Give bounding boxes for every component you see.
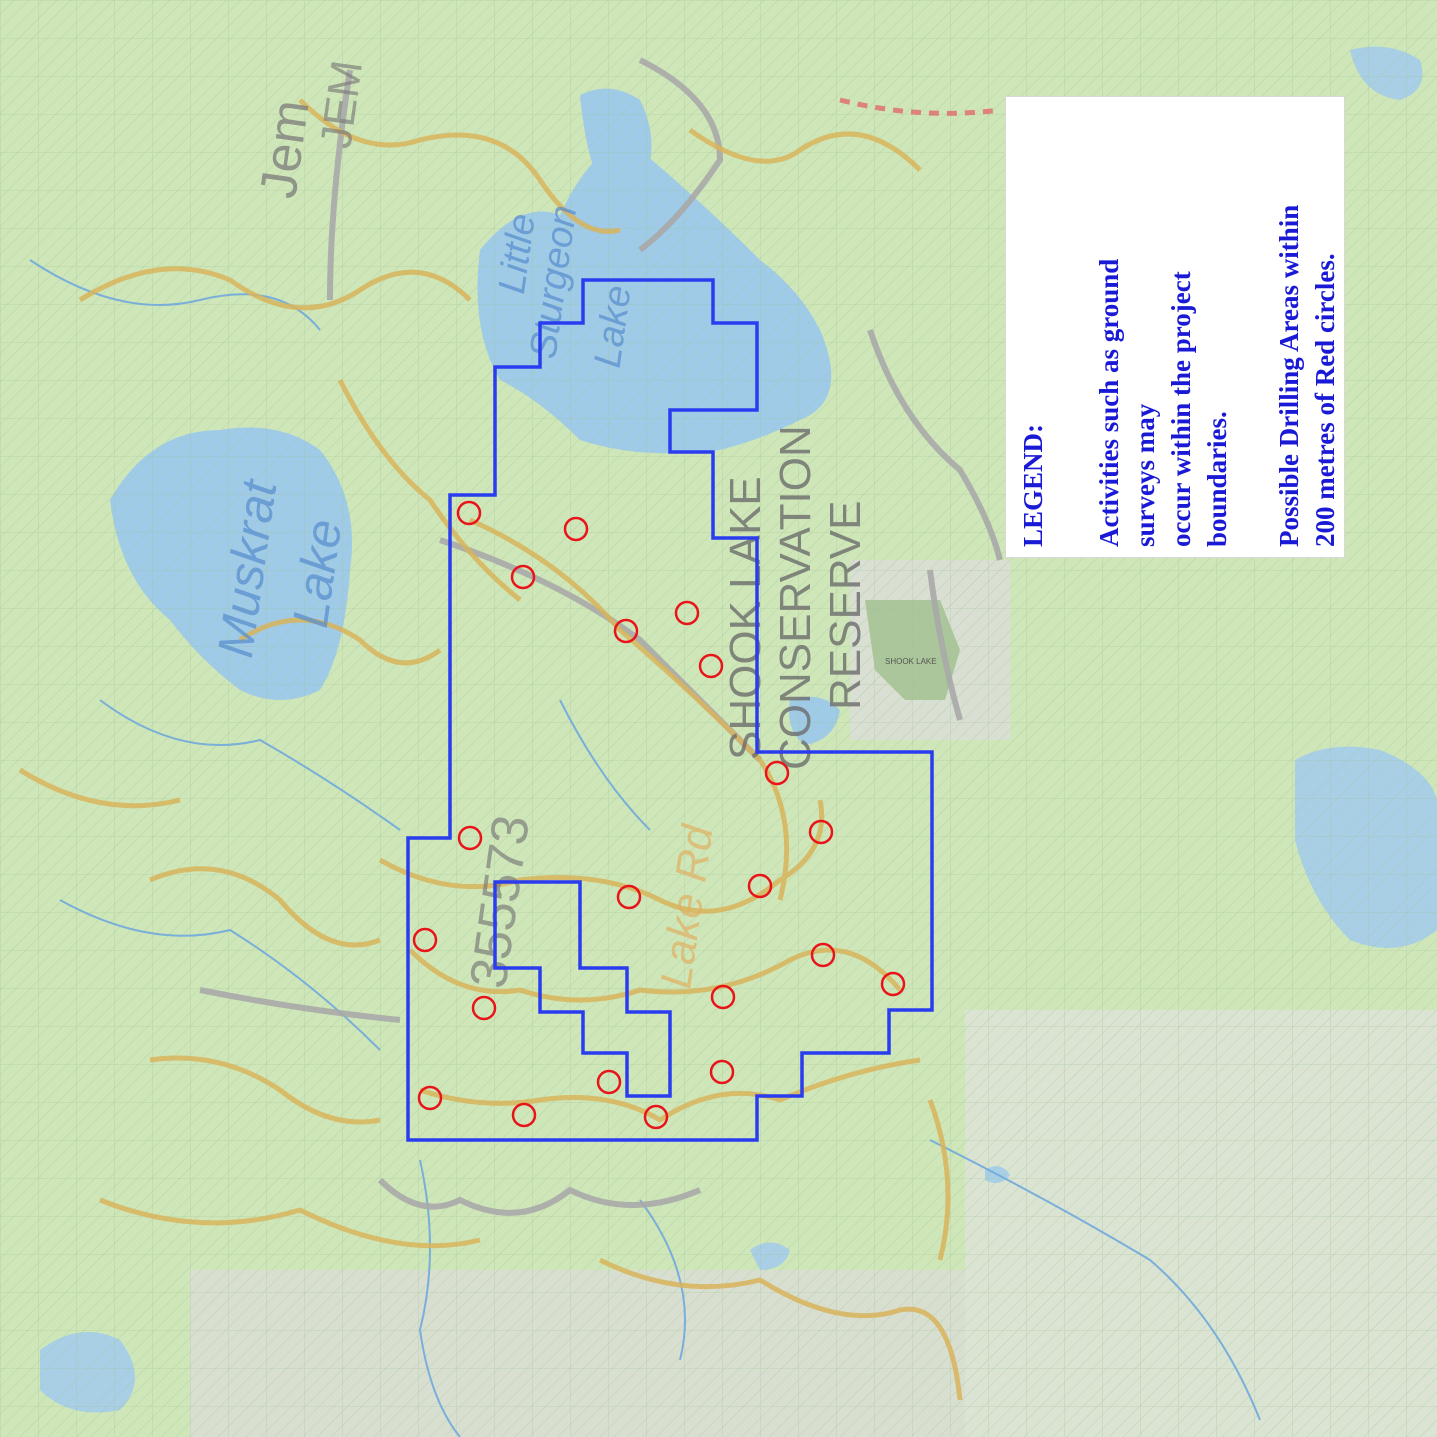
drill-sites: [412, 500, 906, 1130]
drill-site-circle[interactable]: [563, 516, 589, 542]
drill-site-circle[interactable]: [698, 653, 724, 679]
streams: [29, 259, 1261, 1437]
drill-site-circle[interactable]: [880, 971, 906, 997]
legend-drilling-text: Possible Drilling Areas within 200 metre…: [1271, 107, 1343, 547]
drill-site-circle[interactable]: [412, 927, 438, 953]
drill-site-circle[interactable]: [810, 942, 836, 968]
reserve-label-line: RESERVE: [821, 501, 870, 711]
drill-site-circle[interactable]: [596, 1069, 622, 1095]
legend-activities-text: Activities such as ground surveys may oc…: [1091, 107, 1235, 547]
legend-text: LEGEND: Activities such as ground survey…: [1015, 107, 1340, 547]
place-label-jem-caps: JEM: [311, 57, 372, 151]
reserve-label: SHOOK LAKE CONSERVATION RESERVE: [721, 425, 870, 770]
legend-activities-line: surveys may: [1130, 403, 1160, 547]
legend-title: LEGEND:: [1018, 423, 1048, 547]
legend-drilling-line: Possible Drilling Areas within: [1274, 204, 1304, 547]
legend-panel: LEGEND: Activities such as ground survey…: [1005, 96, 1345, 558]
drill-site-circle[interactable]: [510, 564, 536, 590]
place-label-jem: Jem: [249, 96, 320, 201]
drill-site-circle[interactable]: [616, 884, 642, 910]
drill-site-circle[interactable]: [456, 500, 482, 526]
drill-site-circle[interactable]: [747, 873, 773, 899]
drill-site-circle[interactable]: [613, 618, 639, 644]
drill-site-circle[interactable]: [764, 760, 790, 786]
railway: [839, 97, 1001, 116]
drill-site-circle[interactable]: [471, 995, 497, 1021]
legend-activities-line: boundaries.: [1202, 411, 1232, 547]
reserve-label-line: SHOOK LAKE: [721, 476, 770, 760]
drill-site-circle[interactable]: [674, 600, 700, 626]
drill-site-circle[interactable]: [710, 984, 736, 1010]
legend-activities-line: Activities such as ground: [1094, 258, 1124, 547]
legend-drilling-line: 200 metres of Red circles.: [1310, 253, 1340, 547]
drill-site-circle[interactable]: [709, 1059, 735, 1085]
project-boundary[interactable]: [406, 278, 934, 1142]
trails: [18, 98, 963, 1401]
drill-site-circle[interactable]: [643, 1104, 669, 1130]
reserve-label-line: CONSERVATION: [771, 425, 820, 770]
project-boundary-exclusion[interactable]: [493, 880, 672, 1098]
drill-site-circle[interactable]: [417, 1085, 443, 1111]
legend-activities-line: occur within the project: [1166, 271, 1196, 547]
drill-site-circle[interactable]: [511, 1102, 537, 1128]
drill-site-circle[interactable]: [457, 825, 483, 851]
drill-site-circle[interactable]: [808, 819, 834, 845]
small-lake-label: SHOOK LAKE: [885, 657, 937, 666]
